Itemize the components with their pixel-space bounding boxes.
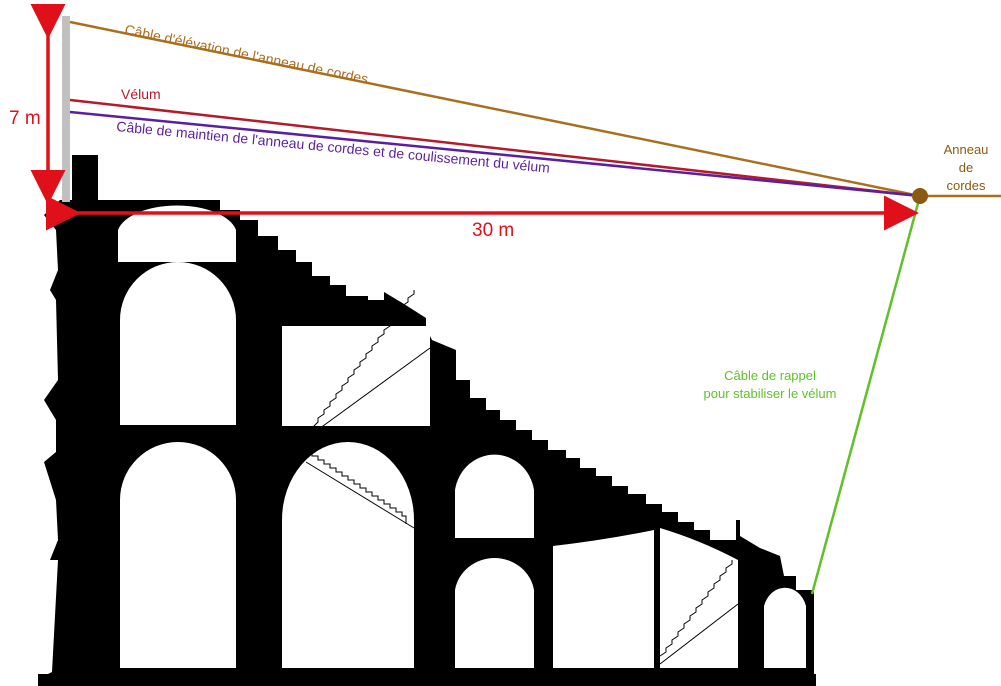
ring-label-line2: de — [959, 160, 973, 175]
opening-lower-5 — [660, 528, 738, 668]
elevation-cable-line — [69, 20, 921, 198]
arch-lower-3 — [455, 557, 534, 668]
elevation-cable-label: Câble d'élévation de l'anneau de cordes — [123, 21, 369, 87]
holding-cable-line — [69, 110, 921, 198]
arch-lower-1 — [120, 442, 236, 668]
height-label: 7 m — [9, 108, 41, 129]
arch-lower-2 — [282, 442, 414, 668]
stair-upper — [311, 290, 415, 429]
stairs — [305, 290, 739, 665]
stair-right — [659, 560, 733, 657]
recall-cable-label-line1: Câble de rappel — [724, 368, 816, 383]
ring-label-line3: cordes — [946, 178, 986, 193]
opening-upper-2 — [282, 326, 430, 426]
ring-label-line1: Anneau — [944, 142, 989, 157]
velum-line — [69, 98, 921, 198]
stair-right-rail — [659, 603, 739, 665]
arch-mid-3 — [455, 454, 534, 538]
velum-label: Vélum — [121, 86, 161, 102]
opening-lower-4 — [553, 530, 654, 668]
dimensions — [30, 4, 919, 231]
recall-cable-label-line2: pour stabiliser le vélum — [704, 386, 837, 401]
building-section — [38, 155, 816, 686]
arches — [118, 205, 806, 668]
stair-upper-rail — [311, 347, 431, 435]
stair-lower — [306, 451, 407, 524]
arch-lower-6 — [764, 587, 806, 668]
span-label: 30 m — [472, 220, 514, 241]
recall-cable-line — [810, 195, 922, 595]
stair-lower-rail — [305, 461, 415, 529]
mast — [62, 16, 70, 202]
rope-ring-dot — [912, 188, 928, 204]
arch-upper-1 — [120, 262, 236, 425]
attic-block — [72, 155, 98, 205]
cables — [69, 20, 1001, 595]
ground-base — [38, 674, 816, 686]
